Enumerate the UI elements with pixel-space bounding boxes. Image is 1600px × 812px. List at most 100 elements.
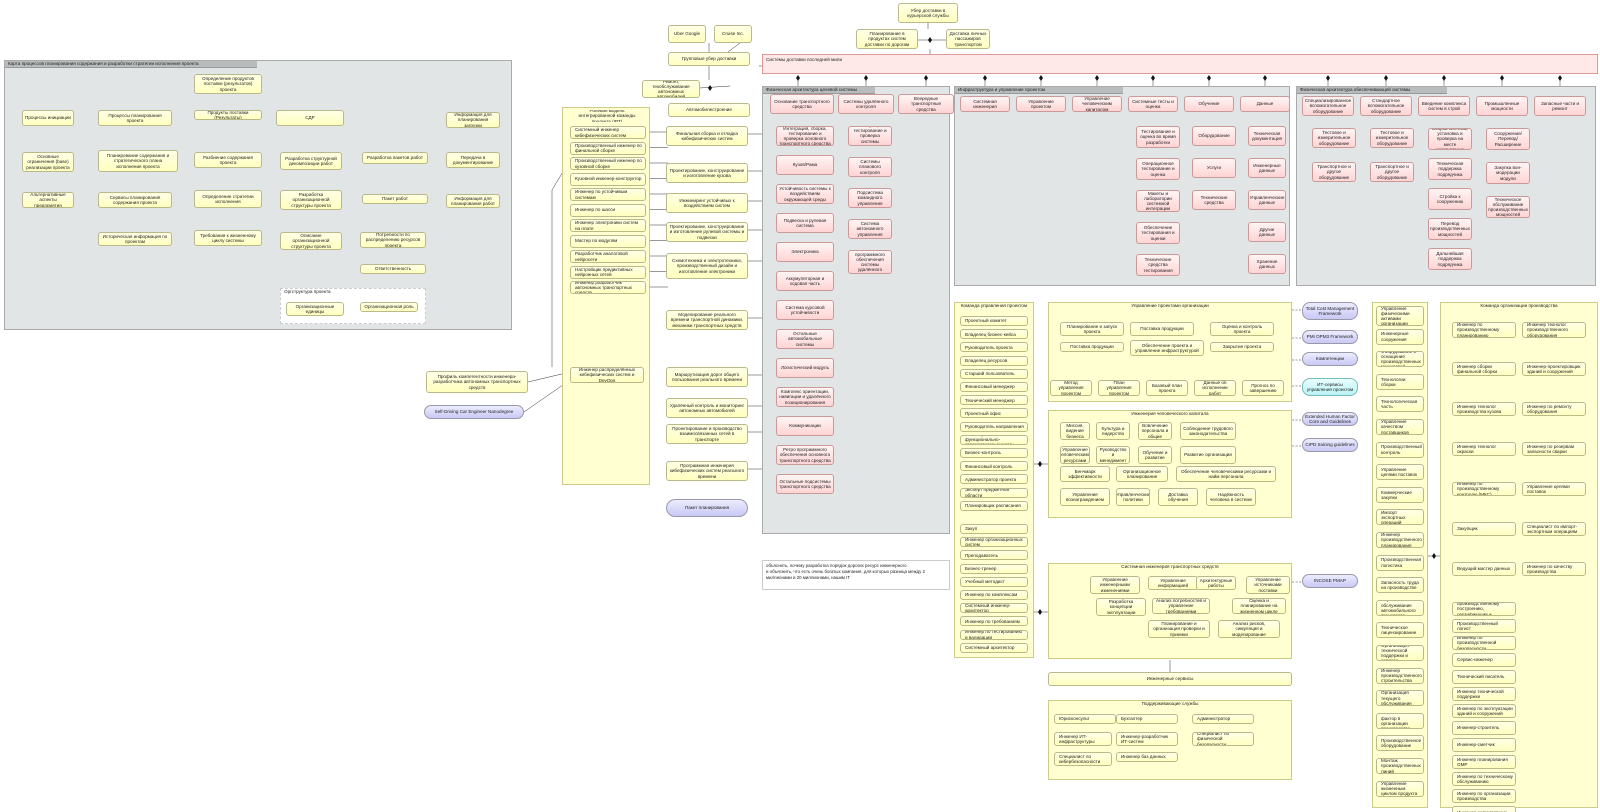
pm-role-21[interactable]: Инженер по комплексам <box>960 590 1028 600</box>
se-item-5[interactable]: Разработка концепции эксплуатации <box>1096 598 1146 616</box>
standard-2[interactable]: PMI OPM3 Framework <box>1302 330 1358 344</box>
pm-artifact-1[interactable]: Метод управления проектом <box>1050 380 1092 396</box>
pm-role-4[interactable]: Владелец ресурсов <box>960 355 1028 366</box>
phys-col2-1[interactable]: Интеграция, сборка, тестирование и прове… <box>848 126 892 146</box>
hcm-item-1[interactable]: Миссия, видение бизнеса <box>1060 422 1090 440</box>
ipt-role-5[interactable]: Инженер по устойчивым системам <box>570 188 646 201</box>
phys-col2-3[interactable]: Подсистема командного управления <box>848 188 892 208</box>
hcm-item-9[interactable]: Бенчмарк эффективности <box>1060 466 1110 482</box>
support-service-6[interactable]: Специалист по физической безопасности <box>1192 732 1254 746</box>
pm-role-2[interactable]: Владелец бизнес-кейса <box>960 329 1028 340</box>
prod-role-22[interactable]: Инженер-строитель <box>1452 721 1516 735</box>
hcm-item-12[interactable]: Управление вознаграждением <box>1060 488 1110 506</box>
prod-role-27[interactable]: Инженер-нормировщик <box>1452 806 1516 812</box>
infra-data-4[interactable]: Другие данные <box>1248 222 1286 242</box>
pm-process-1[interactable]: Планирование и запуск проекта <box>1060 322 1124 336</box>
hcm-item-14[interactable]: Доставка обучения <box>1158 488 1198 506</box>
prod-role-12[interactable]: Специалист по импорт-экспортным операция… <box>1522 522 1586 536</box>
phys-header-1[interactable]: Основание транспортного средства <box>770 94 834 114</box>
phys-col1-9[interactable]: Логистический модуль <box>776 358 834 378</box>
phys-col1-4[interactable]: Подвеска и рулевая система <box>776 213 834 233</box>
support-c4-2[interactable]: Закупка вон-модерации модули <box>1486 162 1530 184</box>
phys-col2-5[interactable]: Ретро программного обеспечения системы у… <box>848 250 892 274</box>
infra-test-3[interactable]: Макеты и лаборатории системной интеграци… <box>1136 190 1180 212</box>
standard-5[interactable]: Extended Human Factor Core and Guideline… <box>1302 412 1358 426</box>
pm-role-17[interactable]: Инженер организационных систем <box>960 537 1028 548</box>
prod-role-13[interactable]: Ведущий мастер данных <box>1452 562 1516 576</box>
hcm-item-10[interactable]: Организационное планирование <box>1116 466 1168 482</box>
prod-unit-6[interactable]: Управление качеством поставщиков <box>1376 419 1424 435</box>
phys-header-2[interactable]: Системы удалённого контроля <box>838 94 894 114</box>
prod-role-17[interactable]: Инженер по производственной безопасности <box>1452 636 1516 650</box>
pm-role-3[interactable]: Руководитель проекта <box>960 342 1028 353</box>
ipt-role-8[interactable]: Мастер по модулям <box>570 234 646 248</box>
prod-unit-21[interactable]: Монтаж производственных линий <box>1376 758 1424 774</box>
prod-role-14[interactable]: Инженер по качеству производства <box>1522 562 1586 576</box>
prod-unit-13[interactable]: Запасность труда на производстве <box>1376 577 1424 594</box>
standard-6[interactable]: CIPD training guidelines <box>1302 438 1358 452</box>
lp-plan-proc[interactable]: Процессы планирования проекта <box>98 110 172 126</box>
lp-alt[interactable]: Альтернативные аспекты предприятия <box>22 192 74 208</box>
prod-role-21[interactable]: Инженер по эксплуатации зданий и сооруже… <box>1452 704 1516 718</box>
support-header-3[interactable]: Введение комплекса систем в строй <box>1418 96 1470 116</box>
infra-test-1[interactable]: Тестирование и оценка во время разработк… <box>1136 126 1180 148</box>
se-item-2[interactable]: Управление информацией <box>1148 576 1198 590</box>
pm-role-19[interactable]: Бизнес-тренер <box>960 563 1028 574</box>
cars-node[interactable]: Автомобилестроение <box>668 103 750 117</box>
prod-unit-20[interactable]: Производственное оборудование <box>1376 735 1424 752</box>
standard-1[interactable]: Total Cost Management Framework <box>1302 302 1358 320</box>
infra-test-4[interactable]: Обеспечение тестирования и оценки <box>1136 222 1180 244</box>
infra-header-3[interactable]: Управление человеческим капиталом <box>1072 96 1122 112</box>
prod-role-15[interactable]: Инженер по производственному построению,… <box>1452 602 1516 616</box>
support-service-2[interactable]: Бухгалтер <box>1116 714 1178 724</box>
support-service-3[interactable]: Администратор <box>1192 714 1254 724</box>
prod-role-16[interactable]: Производственный логист <box>1452 619 1516 633</box>
prod-unit-5[interactable]: Технологическая часть <box>1376 396 1424 413</box>
prod-unit-15[interactable]: Техническое лицензирование <box>1376 622 1424 639</box>
prod-role-25[interactable]: Инженер по техническому обслуживанию <box>1452 772 1516 786</box>
pm-process-2[interactable]: Поставка продукции <box>1130 322 1194 336</box>
activity-4[interactable]: Проектирование, конструирование и изгото… <box>666 222 748 242</box>
prod-role-9[interactable]: Инженер по производственному контролю (М… <box>1452 482 1516 496</box>
infra-header-4[interactable]: Системные тесты и оценка <box>1128 96 1178 112</box>
infra-data-3[interactable]: Управленческие данные <box>1248 190 1286 210</box>
lp-cde[interactable]: СДР <box>276 110 344 126</box>
prod-unit-11[interactable]: Инженер производственного планирования <box>1376 532 1424 548</box>
ipt-role-7[interactable]: Инженер электроники систем на плате <box>570 219 646 232</box>
pm-role-6[interactable]: Финансовый менеджер <box>960 382 1028 392</box>
hcm-item-7[interactable]: Обучение и развитие <box>1138 446 1172 464</box>
prod-unit-7[interactable]: Производственный контроль <box>1376 441 1424 458</box>
pm-artifact-4[interactable]: Данные об исполнении работ <box>1194 380 1236 396</box>
target-node[interactable]: Убер доставки в курьерской службы <box>898 3 958 23</box>
phys-col1-10[interactable]: Комплекс ориентации, навигации и удалённ… <box>776 387 834 407</box>
hcm-item-2[interactable]: Культура и лидерство <box>1096 422 1130 440</box>
infra-container[interactable]: Инфраструктура и управление проектом <box>954 86 1290 286</box>
phys-col1-1[interactable]: Интеграция, сборка, тестирование и прове… <box>776 126 834 146</box>
planning-package-node[interactable]: Пакет планирования <box>666 499 748 517</box>
pm-role-25[interactable]: Системный архитектор <box>960 642 1028 653</box>
pm-role-14[interactable]: Эксперт предметной области <box>960 487 1028 498</box>
lp-hist[interactable]: Историческая информация по проектам <box>98 232 172 246</box>
pm-process-5[interactable]: Обеспечение проекта и управление инфраст… <box>1130 340 1204 356</box>
phys-col1-7[interactable]: Система курсовой устойчивости <box>776 300 834 320</box>
prod-role-4[interactable]: Инженер-проектировщик зданий и сооружени… <box>1522 362 1586 376</box>
prod-unit-18[interactable]: Организация текущего обслуживания <box>1376 690 1424 707</box>
prod-unit-12[interactable]: Производственная логистика <box>1376 554 1424 571</box>
distributed-engineer[interactable]: Инженер распределённых кибефизических си… <box>570 367 644 383</box>
phys-col1-8[interactable]: Остальные автомобильные системы <box>776 329 834 349</box>
activity-2[interactable]: Проектирование, конструирование и изгото… <box>666 163 748 183</box>
support-c1-2[interactable]: Транспортное и другое оборудование <box>1312 162 1356 182</box>
lp-work-pkg-dev[interactable]: Разработка пакетов работ <box>362 152 428 164</box>
support-c2-1[interactable]: Тестовое и измерительное оборудование <box>1370 128 1414 148</box>
ipt-role-11[interactable]: Инженер разработчик автономных транспорт… <box>570 281 646 294</box>
phys-header-3[interactable]: Впередные транспортные средства <box>898 94 954 114</box>
phys-col1-11[interactable]: Коммуникации <box>776 416 834 436</box>
prod-role-24[interactable]: Инженер планирования ОМР <box>1452 755 1516 769</box>
activity-8[interactable]: Удалённый контроль и мониторинг автономн… <box>666 398 748 418</box>
uber-node[interactable]: Uber Google <box>668 25 706 43</box>
prod-role-5[interactable]: Инженер технолог производства кузова <box>1452 402 1516 416</box>
phys-col1-3[interactable]: Устойчивость системы к воздействиям окру… <box>776 184 834 204</box>
lp-info-plan[interactable]: Информация для планирования загрузки <box>446 112 500 128</box>
hcm-item-5[interactable]: Управление человеческими ресурсами <box>1060 446 1090 464</box>
prod-unit-14[interactable]: Сервисное обслуживание автомобильного тр… <box>1376 599 1424 616</box>
